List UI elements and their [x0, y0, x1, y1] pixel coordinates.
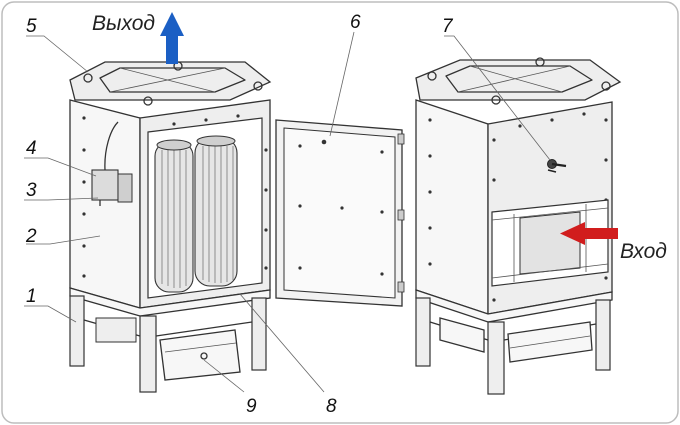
outlet-arrow: [160, 12, 184, 64]
right-side-panel: [415, 99, 489, 315]
callout-7: 7: [442, 16, 454, 37]
inlet-label: Вход: [620, 240, 667, 263]
callout-1: 1: [26, 286, 37, 307]
right-unit: [415, 57, 622, 395]
callout-9: 9: [246, 396, 257, 417]
door-handle: [547, 159, 567, 173]
left-unit: [69, 61, 405, 393]
callout-6: 6: [350, 12, 361, 33]
leader-lines: [24, 31, 551, 393]
left-base-stand: [69, 295, 267, 393]
callout-3: 3: [26, 180, 37, 201]
left-side-panel: [69, 99, 141, 309]
dust-bin: [159, 329, 241, 381]
callout-5: 5: [26, 16, 37, 37]
right-base-stand: [415, 297, 611, 395]
inlet-arrow: [560, 222, 618, 245]
callout-2: 2: [25, 226, 37, 247]
control-box: [91, 169, 119, 201]
callout-4: 4: [26, 138, 37, 159]
inlet-grille: [491, 199, 609, 287]
open-door: [275, 119, 405, 307]
outlet-label: Выход: [92, 12, 155, 35]
callout-8: 8: [326, 396, 337, 417]
filter-cartridges: [154, 135, 238, 293]
